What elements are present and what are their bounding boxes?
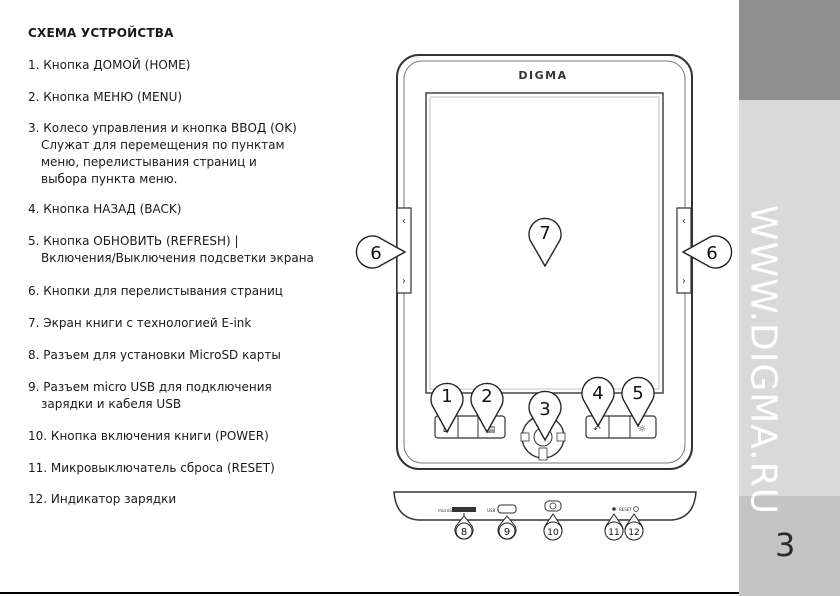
- svg-text:5: 5: [632, 383, 643, 404]
- callout-6-left: 6: [355, 235, 407, 269]
- reset-label: RESET: [619, 507, 632, 512]
- callout-3: 3: [528, 390, 562, 442]
- side-panel-bottom-block: [739, 496, 840, 596]
- chevron-left-icon: ‹: [402, 216, 406, 227]
- chevron-left-icon: ‹: [682, 216, 686, 227]
- callout-8: 8: [454, 513, 474, 540]
- callout-12: 12: [624, 513, 644, 541]
- website-url: WWW.DIGMA.RU: [742, 204, 784, 516]
- microsd-slot: [452, 507, 476, 512]
- device-diagram: DIGMA ‹ › ‹ › ⌂ ▤ ↶ ☼ microSD USB RESET …: [355, 54, 733, 541]
- list-item: 12. Индикатор зарядки: [28, 492, 177, 506]
- callout-2: 2: [470, 382, 504, 434]
- chevron-right-icon: ›: [682, 276, 686, 287]
- power-icon: [549, 502, 557, 510]
- reset-hole: [612, 507, 616, 511]
- list-item: 2. Кнопка МЕНЮ (MENU): [28, 90, 183, 104]
- callout-9: 9: [497, 515, 517, 540]
- list-item: 10. Кнопка включения книги (POWER): [28, 429, 269, 443]
- svg-text:9: 9: [504, 527, 510, 538]
- svg-text:8: 8: [461, 527, 467, 538]
- svg-text:4: 4: [592, 383, 603, 404]
- usb-port: [497, 504, 517, 514]
- callout-6-right: 6: [681, 235, 733, 269]
- menu-icon: ▤: [487, 425, 496, 435]
- power-button: [544, 500, 562, 512]
- svg-text:6: 6: [370, 243, 381, 264]
- list-item: 7. Экран книги с технологией E-ink: [28, 316, 252, 330]
- microsd-label: microSD: [438, 508, 455, 513]
- back-icon: ↶: [593, 425, 601, 435]
- list-item: 11. Микровыключатель сброса (RESET): [28, 461, 275, 475]
- brand-logo: DIGMA: [518, 69, 567, 82]
- callout-1: 1: [430, 382, 464, 434]
- svg-text:7: 7: [539, 223, 550, 244]
- chevron-right-icon: ›: [402, 276, 406, 287]
- light-icon: ☼: [638, 424, 647, 435]
- callout-10: 10: [543, 513, 563, 541]
- list-item: 3. Колесо управления и кнопка ВВОД (OK)С…: [28, 121, 297, 186]
- list-item: 5. Кнопка ОБНОВИТЬ (REFRESH) |Включения/…: [28, 234, 314, 265]
- callout-11: 11: [604, 513, 624, 541]
- svg-text:11: 11: [608, 528, 619, 538]
- svg-text:3: 3: [539, 399, 550, 420]
- svg-text:1: 1: [441, 386, 452, 407]
- page-number: 3: [775, 526, 796, 564]
- usb-label: USB: [487, 508, 495, 513]
- callout-7: 7: [528, 217, 562, 268]
- list-item: 4. Кнопка НАЗАД (BACK): [28, 202, 182, 216]
- svg-text:6: 6: [706, 243, 717, 264]
- callout-4: 4: [581, 376, 615, 428]
- svg-text:12: 12: [628, 528, 639, 538]
- list-item: 8. Разъем для установки MicroSD карты: [28, 348, 281, 362]
- svg-text:2: 2: [481, 386, 492, 407]
- page-title: СХЕМА УСТРОЙСТВА: [28, 26, 174, 40]
- svg-text:10: 10: [547, 528, 559, 538]
- list-item: 1. Кнопка ДОМОЙ (HOME): [28, 58, 191, 72]
- side-panel-top-block: [739, 0, 840, 100]
- charge-indicator: [633, 506, 639, 512]
- callout-5: 5: [621, 376, 655, 428]
- list-item: 6. Кнопки для перелистывания страниц: [28, 284, 283, 298]
- eink-screen-inner: [429, 96, 660, 390]
- page-bottom-rule: [0, 592, 739, 594]
